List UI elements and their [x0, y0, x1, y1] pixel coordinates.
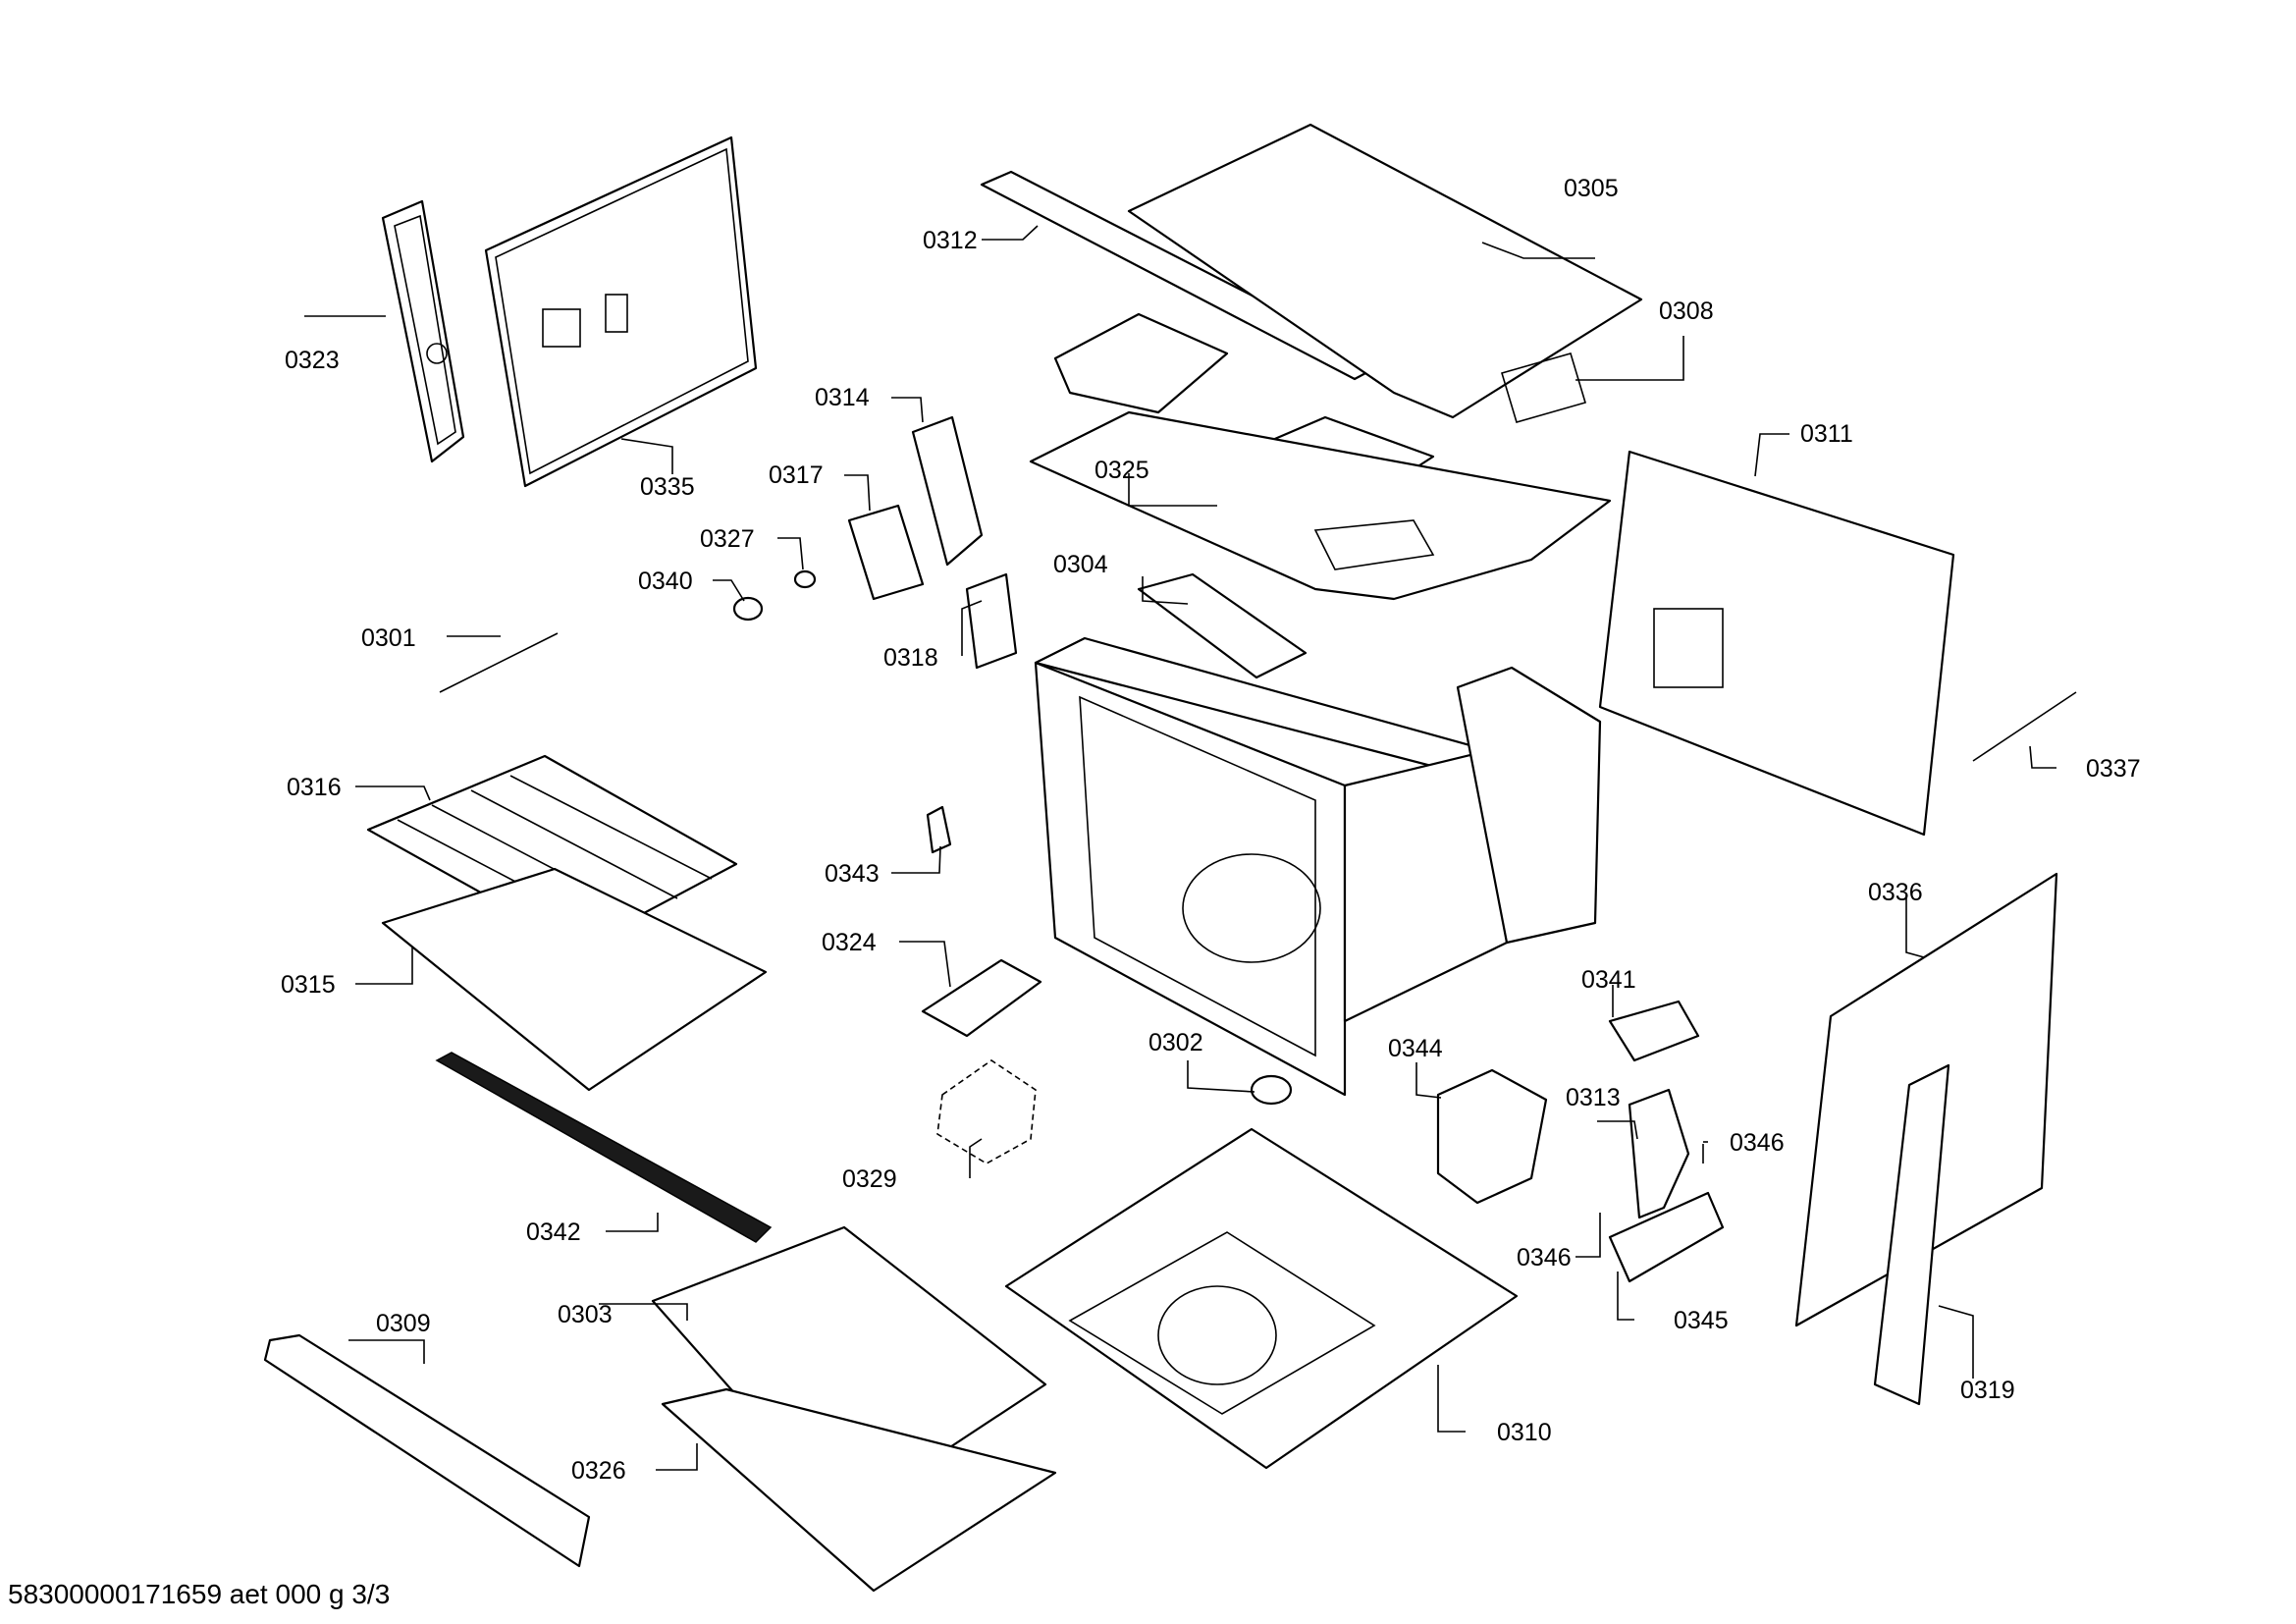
part-0302-motor: [1250, 1074, 1293, 1106]
part-0344-relay-block: [1436, 1068, 1548, 1205]
callout-0303: 0303: [558, 1301, 613, 1328]
part-0329-clip-set: [936, 1059, 1037, 1164]
callout-0305: 0305: [1564, 175, 1619, 202]
part-0318-plate: [965, 572, 1018, 670]
callout-0343: 0343: [825, 860, 880, 888]
document-id: 58300000171659 aet 000 g 3/3: [8, 1579, 390, 1609]
callout-0326: 0326: [571, 1457, 626, 1485]
part-0310-base-plate: [1004, 1127, 1519, 1470]
callout-0308: 0308: [1659, 298, 1714, 325]
callout-0345: 0345: [1674, 1307, 1729, 1334]
part-electronics-module: [1456, 666, 1602, 945]
part-0325-chassis-plate: [1029, 410, 1612, 601]
callout-0346-a: 0346: [1730, 1129, 1785, 1157]
callout-0341: 0341: [1581, 966, 1636, 994]
part-0342-strip: [435, 1052, 773, 1243]
callout-0323: 0323: [285, 347, 340, 374]
callout-0318: 0318: [883, 644, 938, 672]
part-0341-switch: [1608, 1000, 1700, 1062]
callout-0340: 0340: [638, 568, 693, 595]
part-0309-rail: [263, 1333, 591, 1568]
part-0343-bracket: [926, 805, 952, 854]
callout-0301: 0301: [361, 624, 416, 652]
part-0314-duct: [911, 415, 984, 567]
callout-0319: 0319: [1960, 1377, 2015, 1404]
part-0340-knob: [732, 596, 764, 622]
part-0315-tray: [381, 867, 768, 1092]
callout-labels: 0305 0312 0308 0311 0323 0335 0314 0317 …: [281, 175, 2141, 1485]
callout-0327: 0327: [700, 525, 755, 553]
part-0337-pin: [1972, 691, 2077, 762]
callout-0312: 0312: [923, 227, 978, 254]
callout-0304: 0304: [1053, 551, 1108, 578]
part-0326-tray: [661, 1387, 1057, 1593]
part-0317-latch: [847, 504, 925, 601]
callout-0337: 0337: [2086, 755, 2141, 783]
callout-0342: 0342: [526, 1218, 581, 1246]
callout-0315: 0315: [281, 971, 336, 999]
part-0327-bulb: [793, 569, 817, 589]
callout-0310: 0310: [1497, 1419, 1552, 1446]
part-0305-top-cover: [1127, 123, 1643, 419]
part-0319-side-rail: [1873, 1063, 1950, 1406]
part-0335-side-panel: [484, 135, 758, 488]
part-oven-cavity: [1034, 636, 1528, 1097]
callout-0324: 0324: [822, 929, 877, 956]
part-0311-rear-panel: [1598, 450, 1955, 837]
callout-0325: 0325: [1095, 457, 1149, 484]
callout-0302: 0302: [1148, 1029, 1203, 1056]
leader-lines: [304, 225, 2056, 1471]
part-0313-switch-assembly: [1628, 1088, 1690, 1219]
callout-0309: 0309: [376, 1310, 431, 1337]
callout-0314: 0314: [815, 384, 870, 411]
callout-0313: 0313: [1566, 1084, 1621, 1111]
callout-0316: 0316: [287, 774, 342, 801]
part-0304-plate: [1137, 572, 1308, 679]
part-0301-rod: [439, 632, 559, 693]
callout-0329: 0329: [842, 1165, 897, 1193]
callout-0336: 0336: [1868, 879, 1923, 906]
part-0345-motor-assembly: [1608, 1191, 1725, 1283]
callout-0335: 0335: [640, 473, 695, 501]
callout-0344: 0344: [1388, 1035, 1443, 1062]
callout-0346-b: 0346: [1517, 1244, 1572, 1272]
part-0324-support: [921, 958, 1042, 1038]
callout-0317: 0317: [769, 461, 824, 489]
callout-0311: 0311: [1800, 420, 1853, 448]
part-0323-side-rail: [381, 199, 465, 463]
